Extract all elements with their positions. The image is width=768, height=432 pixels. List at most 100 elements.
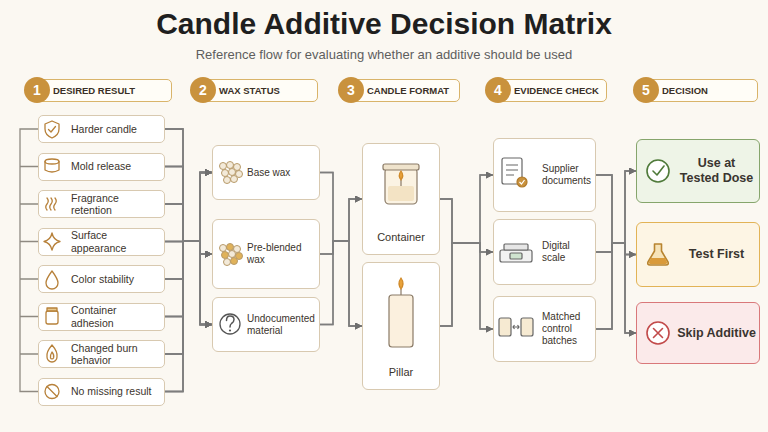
flow-connector xyxy=(165,129,212,254)
flow-connector xyxy=(165,129,212,325)
option-box: Harder candle xyxy=(38,115,165,143)
option-label: Container xyxy=(377,231,425,244)
flow-connector xyxy=(165,241,212,325)
option-label: Matched control batches xyxy=(542,311,593,347)
step-number: 3 xyxy=(338,77,364,103)
option-label: Harder candle xyxy=(71,123,137,135)
option-box: Container adhesion xyxy=(38,303,165,331)
flow-connector xyxy=(165,204,212,325)
option-box: Undocumented material xyxy=(212,297,320,352)
flow-connector xyxy=(165,241,212,317)
flow-connector xyxy=(596,171,636,243)
flow-connector xyxy=(165,167,212,255)
flow-connector xyxy=(165,173,212,242)
option-box: No missing result xyxy=(38,378,165,406)
option-label: Changed burn behavior xyxy=(71,342,161,366)
step-number: 5 xyxy=(633,77,659,103)
step-header: 2WAX STATUS xyxy=(202,79,318,102)
flow-connector xyxy=(596,243,636,255)
flow-connector xyxy=(320,173,362,242)
option-box: Container xyxy=(362,143,440,255)
flow-connector xyxy=(165,241,212,254)
step-header: 5DECISION xyxy=(645,79,758,102)
step-header: 4EVIDENCE CHECK xyxy=(497,79,607,102)
subtitle: Reference flow for evaluating whether an… xyxy=(0,47,768,62)
option-box: Base wax xyxy=(212,145,320,200)
flow-connector xyxy=(440,175,493,326)
flow-connector xyxy=(320,199,362,254)
option-box: Pre-blended wax xyxy=(212,219,320,289)
decision-box: Skip Additive xyxy=(636,302,760,364)
step-number: 4 xyxy=(485,77,511,103)
option-label: Supplier documents xyxy=(542,163,593,187)
flow-connector xyxy=(320,241,362,326)
option-box: Fragrance retention xyxy=(38,190,165,218)
flow-connector xyxy=(165,204,212,254)
step-header: 3CANDLE FORMAT xyxy=(350,79,460,102)
flow-connector xyxy=(596,171,636,252)
option-label: Pillar xyxy=(389,366,413,379)
option-label: Surface appearance xyxy=(71,229,161,253)
format-icons xyxy=(383,164,419,347)
option-box: Matched control batches xyxy=(493,296,596,362)
step-number: 1 xyxy=(24,77,50,103)
flow-connector xyxy=(320,199,362,325)
flow-connector xyxy=(440,199,493,329)
flow-connector xyxy=(596,243,636,333)
flow-connector xyxy=(596,243,636,329)
flow-connector xyxy=(165,241,212,279)
option-label: Pre-blended wax xyxy=(247,242,317,266)
step-label: CANDLE FORMAT xyxy=(367,85,449,96)
option-label: Base wax xyxy=(247,167,290,179)
flow-connector xyxy=(440,175,493,243)
flow-connector xyxy=(165,173,212,355)
option-label: Undocumented material xyxy=(247,313,317,337)
option-label: Fragrance retention xyxy=(71,192,161,216)
flow-connector xyxy=(165,241,212,392)
input-bracket xyxy=(20,129,38,392)
flow-connector xyxy=(596,171,636,329)
flow-connector xyxy=(440,199,493,252)
option-label: Skip Additive xyxy=(677,326,756,341)
flow-connector xyxy=(165,167,212,325)
flow-connector xyxy=(165,173,212,280)
flow-connector xyxy=(596,243,636,333)
step-header: 1DESIRED RESULT xyxy=(36,79,172,102)
flow-connector xyxy=(165,241,212,325)
step-label: EVIDENCE CHECK xyxy=(514,85,599,96)
option-box: Supplier documents xyxy=(493,138,596,212)
option-label: Digital scale xyxy=(542,240,593,264)
flow-connector xyxy=(596,175,636,333)
decision-icons xyxy=(647,160,669,344)
flow-connector xyxy=(440,243,493,329)
flow-connector xyxy=(320,241,362,326)
option-box: Digital scale xyxy=(493,219,596,285)
evidence-icons xyxy=(499,158,533,336)
step-label: DESIRED RESULT xyxy=(53,85,135,96)
option-label: Use at Tested Dose xyxy=(677,156,756,186)
decision-box: Use at Tested Dose xyxy=(636,139,760,203)
flow-connector xyxy=(165,167,212,242)
flow-connector xyxy=(165,129,212,241)
option-box: Pillar xyxy=(362,262,440,390)
wax-icons xyxy=(220,162,243,335)
flow-connector xyxy=(165,173,212,317)
flow-connector xyxy=(320,173,362,327)
flow-connector xyxy=(440,243,493,326)
option-label: Mold release xyxy=(71,160,131,172)
decision-box: Test First xyxy=(636,222,760,287)
option-box: Color stability xyxy=(38,265,165,293)
option-box: Mold release xyxy=(38,153,165,181)
option-label: No missing result xyxy=(71,385,152,397)
option-label: Container adhesion xyxy=(71,304,161,328)
step-label: WAX STATUS xyxy=(219,85,280,96)
flow-connector xyxy=(165,241,212,354)
step-label: DECISION xyxy=(662,85,708,96)
flow-connector xyxy=(165,173,212,392)
option-box: Surface appearance xyxy=(38,228,165,256)
flow-connector xyxy=(165,241,212,392)
flow-connector xyxy=(596,175,636,255)
